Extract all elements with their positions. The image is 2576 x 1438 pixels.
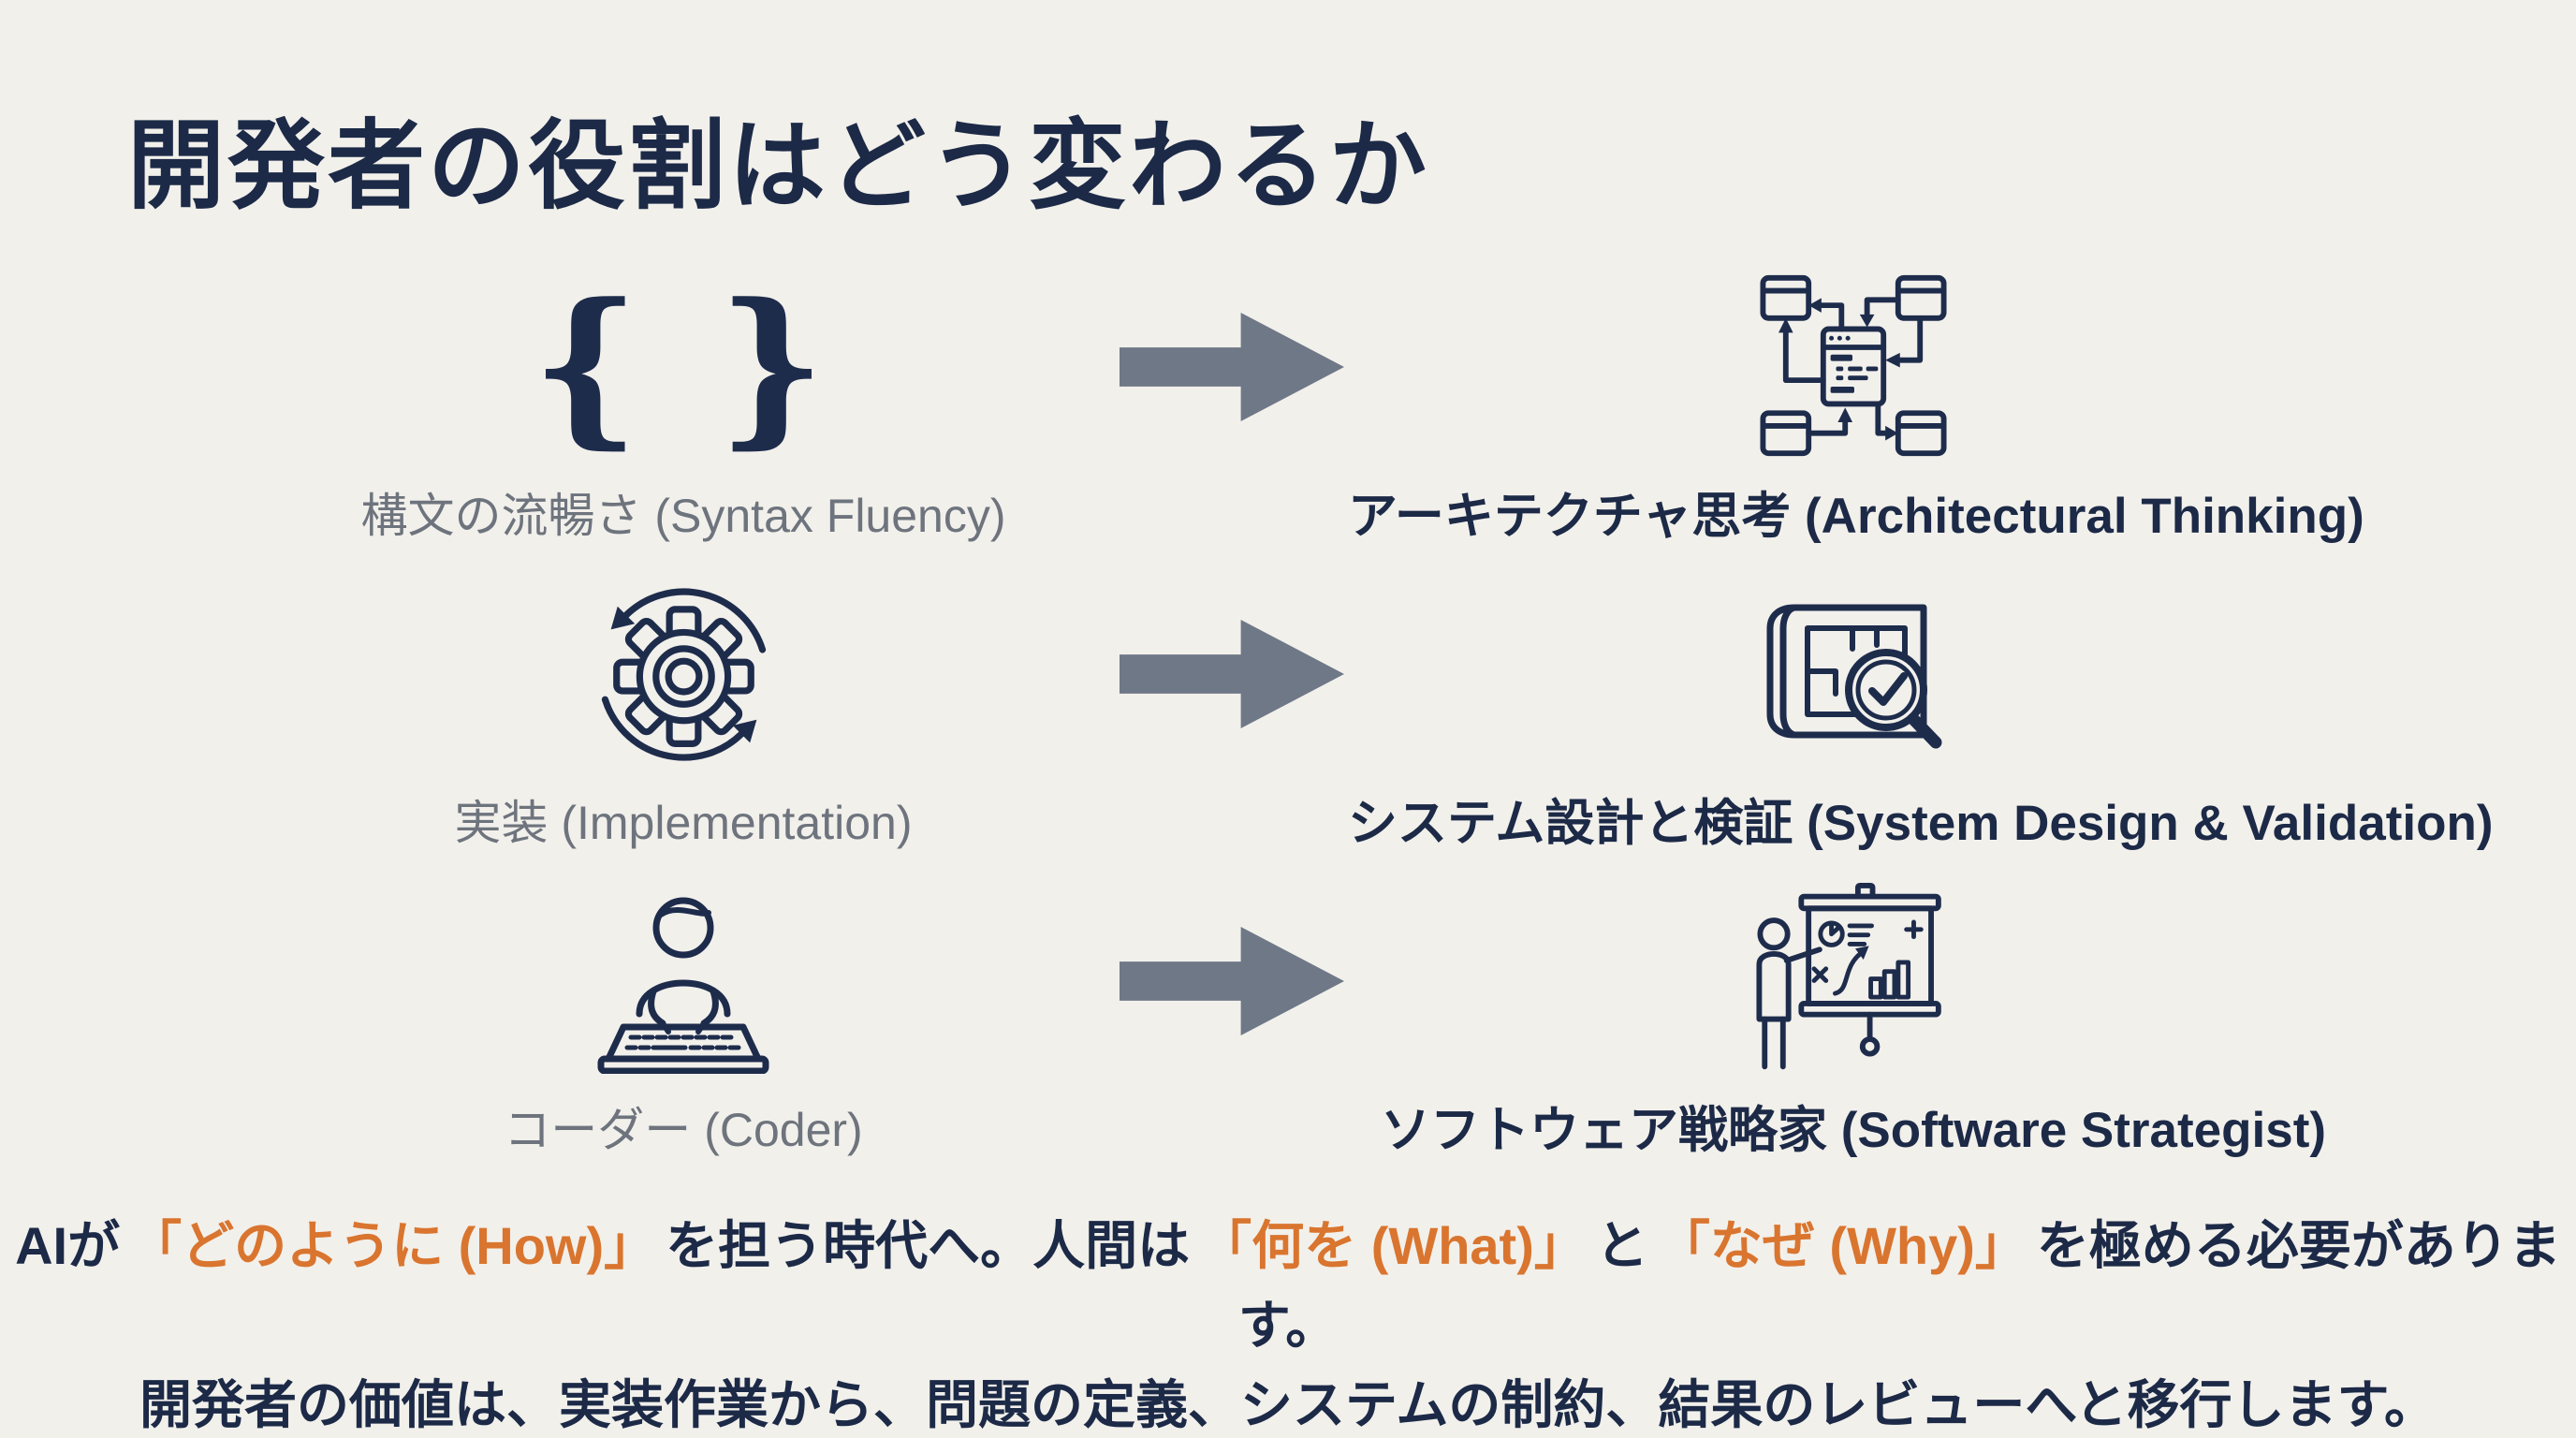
architecture-diagram-icon xyxy=(1348,270,2359,462)
to-column: アーキテクチャ思考 (Architectural Thinking) xyxy=(1348,270,2364,548)
footer-text: AIが xyxy=(15,1216,121,1275)
presenter-strategy-icon xyxy=(1348,882,2359,1076)
highlight-why: 「なぜ (Why)」 xyxy=(1657,1216,2027,1275)
footer-text: と xyxy=(1595,1216,1648,1275)
to-label: アーキテクチャ思考 (Architectural Thinking) xyxy=(1348,489,2364,544)
from-column: コーダー (Coder) xyxy=(215,884,1151,1160)
footer-text: を担う時代へ。人間は xyxy=(666,1216,1191,1275)
footer-summary: AIが「どのように (How)」を担う時代へ。人間は「何を (What)」と「な… xyxy=(0,1206,2576,1438)
blueprint-validation-icon xyxy=(1348,577,2359,769)
gear-sync-icon xyxy=(215,577,1151,769)
transform-arrow-icon xyxy=(1120,313,1344,421)
to-column: ソフトウェア戦略家 (Software Strategist) xyxy=(1348,882,2359,1162)
transform-arrow-icon xyxy=(1120,927,1344,1035)
coder-typing-icon xyxy=(215,884,1151,1076)
from-label: コーダー (Coder) xyxy=(504,1104,863,1156)
to-column: システム設計と検証 (System Design & Validation) xyxy=(1348,577,2494,855)
page-title: 開発者の役割はどう変わるか xyxy=(127,112,1430,221)
to-label: システム設計と検証 (System Design & Validation) xyxy=(1348,796,2494,851)
curly-braces-icon: { } xyxy=(531,266,836,464)
from-label: 実装 (Implementation) xyxy=(454,797,913,849)
transform-arrow-icon xyxy=(1120,620,1344,728)
highlight-what: 「何を (What)」 xyxy=(1199,1216,1587,1275)
transform-row-implementation: 実装 (Implementation) xyxy=(0,577,2576,858)
from-label: 構文の流暢さ (Syntax Fluency) xyxy=(360,490,1006,542)
from-column: { } 構文の流暢さ (Syntax Fluency) xyxy=(215,270,1151,546)
transform-row-coder: コーダー (Coder) xyxy=(0,882,2576,1165)
highlight-how: 「どのように (How)」 xyxy=(129,1216,657,1275)
footer-line-1: AIが「どのように (How)」を担う時代へ。人間は「何を (What)」と「な… xyxy=(0,1206,2576,1365)
to-label: ソフトウェア戦略家 (Software Strategist) xyxy=(1380,1103,2327,1158)
footer-text: を極める必要があります。 xyxy=(1237,1216,2561,1356)
transform-row-syntax: { } 構文の流暢さ (Syntax Fluency) xyxy=(0,270,2576,550)
from-column: 実装 (Implementation) xyxy=(215,577,1151,853)
footer-line-2: 開発者の価値は、実装作業から、問題の定義、システムの制約、結果のレビューへと移行… xyxy=(139,1375,2437,1435)
